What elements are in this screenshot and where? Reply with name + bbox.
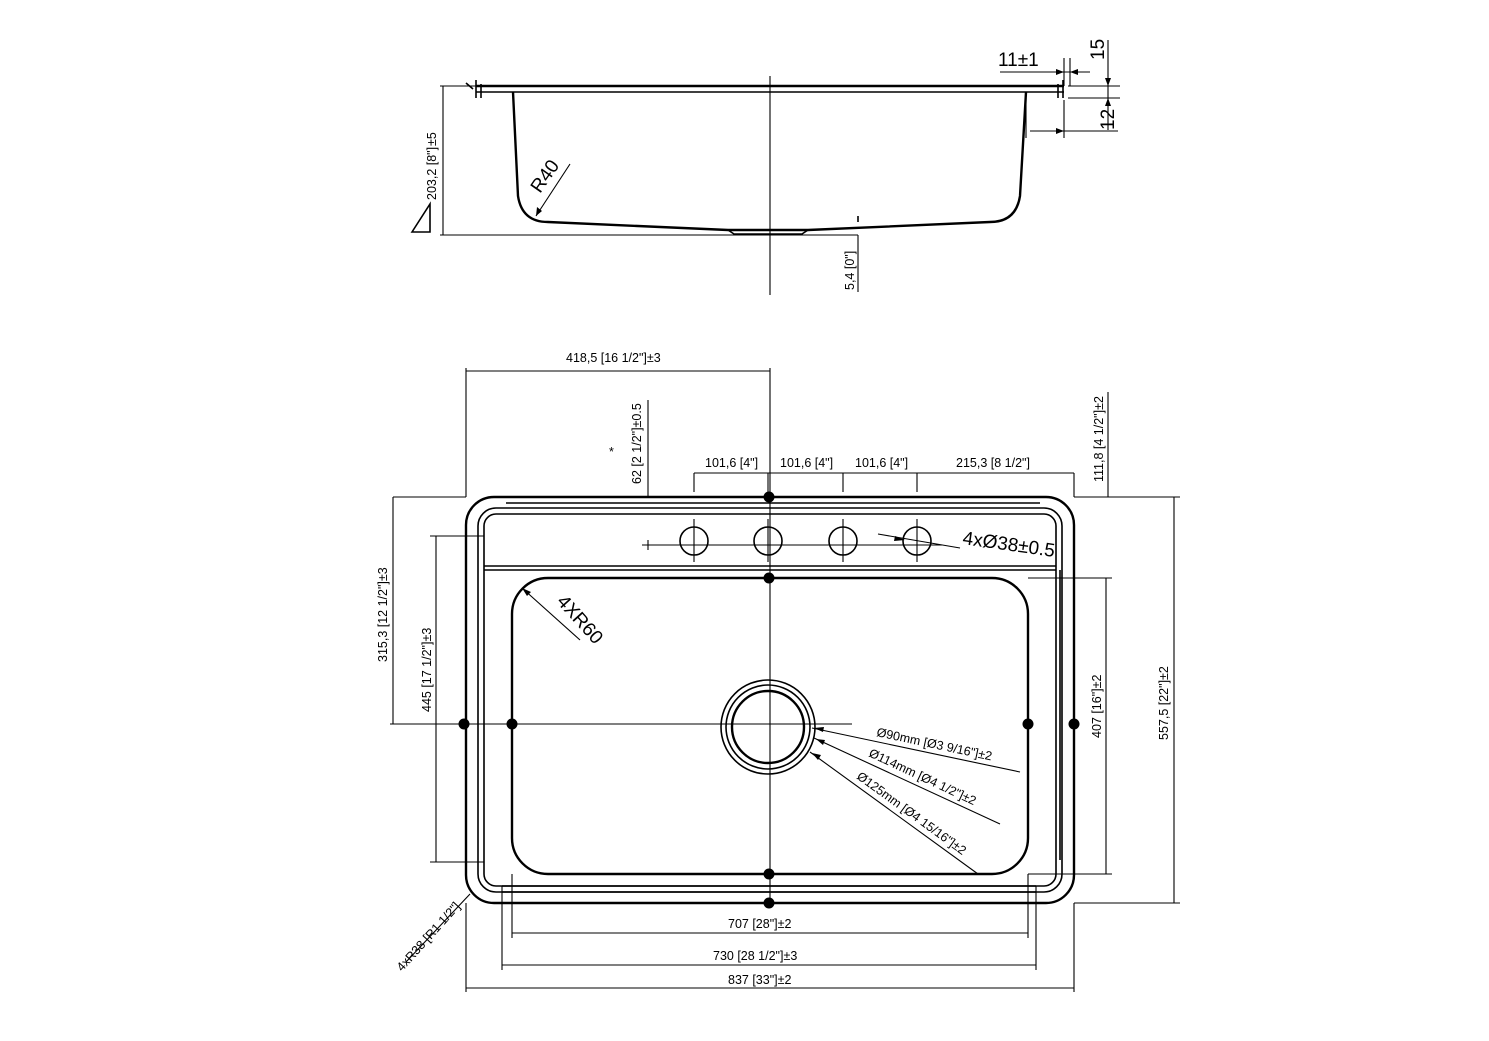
overall-length-label: 557,5 [22"]±2: [1157, 666, 1171, 740]
side-view: 203,2 [8"] ±5 R40 11±1 15 12 5,4 [0"]: [410, 39, 1120, 295]
hole-right-margin-label: 215,3 [8 1/2"]: [956, 456, 1030, 470]
depth-label: 203,2 [8"]: [425, 147, 439, 200]
rim-flange-label: 12: [1098, 109, 1119, 130]
rim-height-label: 15: [1088, 39, 1109, 60]
center-offset-left-label: 315,3 [12 1/2"]±3: [376, 567, 390, 662]
bowl-length-label: 407 [16"]±2: [1090, 675, 1104, 738]
faucet-holes-label: 4xØ38±0.5: [961, 528, 1056, 562]
drain-drop-label: 5,4 [0"]: [843, 251, 857, 290]
center-offset-top-label: 418,5 [16 1/2"]±3: [566, 351, 661, 365]
hole-spacing-2-label: 101,6 [4"]: [780, 456, 833, 470]
asterisk-label: *: [609, 445, 614, 459]
drain-outer: [720, 679, 816, 775]
depth-tolerance-label: ±5: [425, 132, 439, 146]
bowl-length-outer-label: 445 [17 1/2"]±3: [420, 628, 434, 712]
hole-row-offset-label: 62 [2 1/2"]±0.5: [630, 403, 644, 484]
drain-inner: [730, 689, 806, 765]
rim-width-label: 11±1: [998, 50, 1039, 71]
radius-r40-label: R40: [527, 156, 564, 197]
cutout-width-label: 730 [28 1/2"]±3: [713, 949, 797, 963]
bowl-width-label: 707 [28"]±2: [728, 917, 791, 931]
hole-spacing-1-label: 101,6 [4"]: [705, 456, 758, 470]
outer-corner-radius-label: 4xR38 [R1 1/2"]: [394, 899, 463, 974]
top-view: 418,5 [16 1/2"]±3 62 [2 1/2"]±0.5 * 101,…: [376, 351, 1180, 992]
hole-spacing-3-label: 101,6 [4"]: [855, 456, 908, 470]
overall-width-label: 837 [33"]±2: [728, 973, 791, 987]
deck-depth-label: 111,8 [4 1/2"]±2: [1092, 396, 1106, 482]
